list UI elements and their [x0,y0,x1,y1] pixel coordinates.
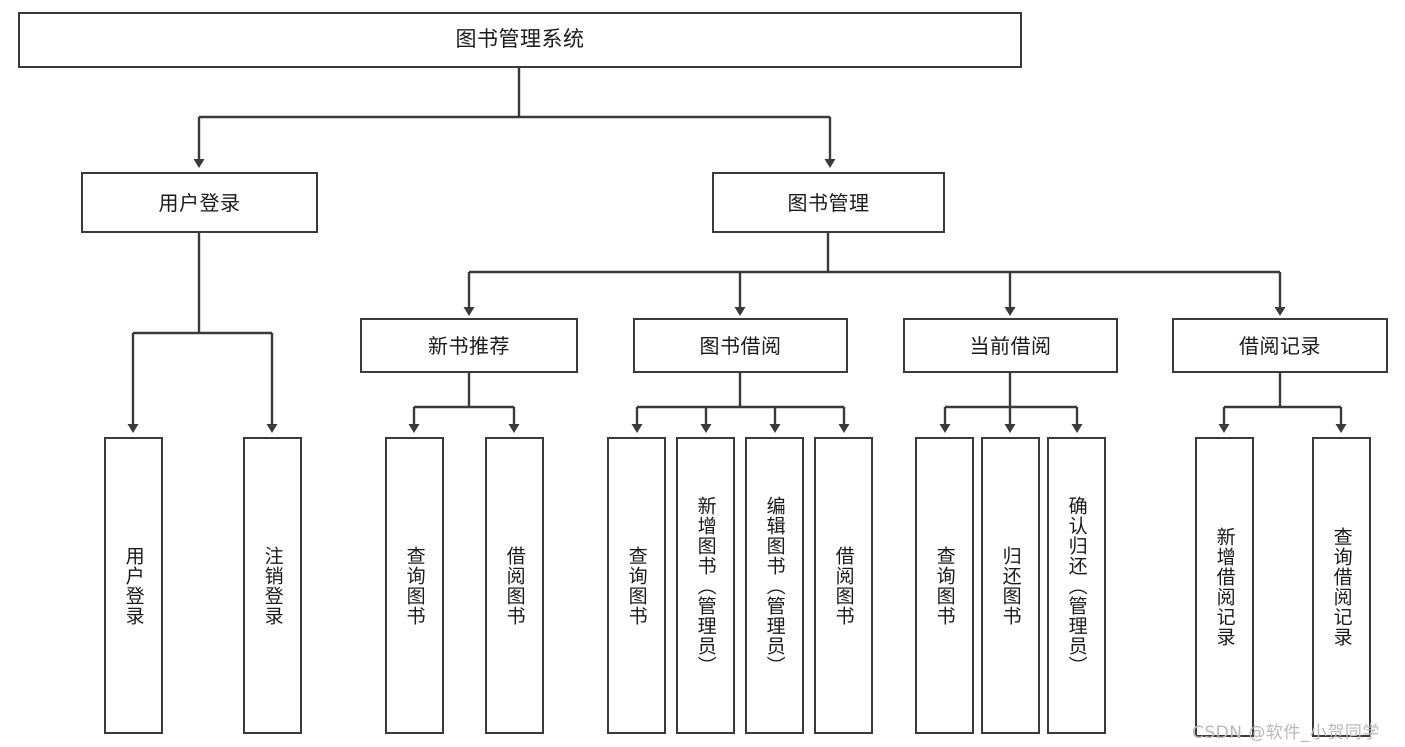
leaf-current-query-book[interactable]: 查询图书 [915,437,974,734]
leaf-borrow-edit-book[interactable]: 编辑图书（管理员） [745,437,804,734]
leaf-label: 新增图书（管理员） [694,495,717,676]
leaf-label: 确认归还（管理员） [1065,495,1088,676]
node-user-login[interactable]: 用户登录 [81,172,318,233]
csdn-watermark: CSDN @软件_小贺同学 [1192,723,1380,743]
leaf-label: 借阅图书 [832,545,855,626]
node-current-borrow[interactable]: 当前借阅 [903,318,1118,373]
node-book-borrow[interactable]: 图书借阅 [633,318,848,373]
leaf-label: 查询图书 [933,545,956,626]
leaf-recommend-borrow-book[interactable]: 借阅图书 [485,437,544,734]
leaf-label: 借阅图书 [503,545,526,626]
leaf-label: 注销登录 [261,545,284,626]
node-root[interactable]: 图书管理系统 [18,12,1022,68]
node-borrow-record[interactable]: 借阅记录 [1172,318,1388,373]
leaf-user-login[interactable]: 用户登录 [104,437,163,734]
leaf-record-query[interactable]: 查询借阅记录 [1312,437,1371,737]
leaf-label: 新增借阅记录 [1213,527,1236,647]
leaf-label: 查询借阅记录 [1330,527,1353,647]
leaf-current-confirm-return[interactable]: 确认归还（管理员） [1047,437,1106,734]
leaf-label: 查询图书 [403,545,426,626]
node-new-book-recommend[interactable]: 新书推荐 [360,318,578,373]
leaf-label: 归还图书 [999,545,1022,626]
leaf-logout[interactable]: 注销登录 [243,437,302,734]
leaf-borrow-add-book[interactable]: 新增图书（管理员） [676,437,735,734]
leaf-borrow-query-book[interactable]: 查询图书 [607,437,666,734]
leaf-current-return-book[interactable]: 归还图书 [981,437,1040,734]
leaf-label: 用户登录 [122,545,145,626]
leaf-recommend-query-book[interactable]: 查询图书 [385,437,444,734]
node-book-manage[interactable]: 图书管理 [712,172,945,233]
leaf-label: 查询图书 [625,545,648,626]
leaf-label: 编辑图书（管理员） [763,495,786,676]
leaf-record-add[interactable]: 新增借阅记录 [1195,437,1254,737]
leaf-borrow-borrow-book[interactable]: 借阅图书 [814,437,873,734]
